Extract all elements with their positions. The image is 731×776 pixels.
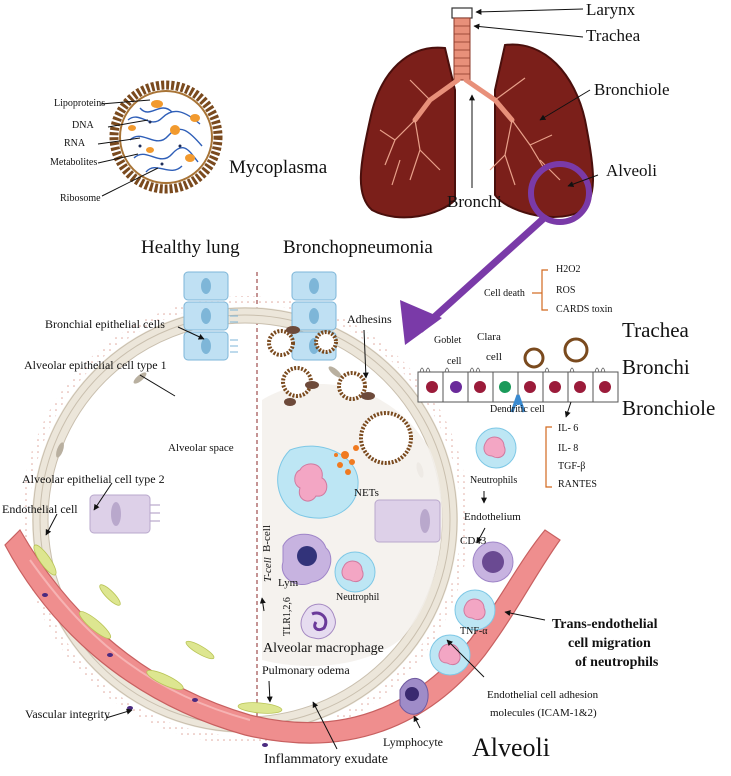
- label-tlr: TLR1,2,6: [282, 597, 293, 636]
- label-bronchial-epithelial: Bronchial epithelial cells: [45, 317, 165, 331]
- label-cell-death: Cell death: [484, 288, 525, 299]
- mycoplasma-small: [267, 329, 413, 465]
- label-goblet-2: cell: [447, 356, 462, 367]
- cytokine-il6: IL- 6: [558, 423, 579, 434]
- label-dendritic: Dendritic cell: [490, 404, 545, 415]
- label-clara-1: Clara: [477, 331, 501, 343]
- label-lym: Lym: [278, 577, 299, 589]
- label-trans-3: of neutrophils: [575, 655, 659, 670]
- label-bronchiole-right: Bronchiole: [622, 396, 716, 420]
- label-bronchi-right: Bronchi: [622, 355, 690, 379]
- label-alveoli: Alveoli: [606, 161, 657, 180]
- label-exudate: Inflammatory exudate: [264, 752, 389, 767]
- cell-death-item-3: CARDS toxin: [556, 304, 613, 315]
- label-vascular: Vascular integrity: [25, 707, 110, 721]
- title-healthy-lung: Healthy lung: [141, 237, 240, 258]
- label-cd43: CD43: [460, 535, 487, 547]
- label-neutrophils: Neutrophils: [470, 475, 518, 486]
- label-tnf: TNF-α: [460, 626, 488, 637]
- label-endothelial: Endothelial cell: [2, 502, 78, 516]
- label-macrophage: Alveolar macrophage: [263, 641, 384, 656]
- label-rna: RNA: [64, 138, 86, 149]
- label-goblet-1: Goblet: [434, 335, 462, 346]
- neutrophil-cell: [334, 551, 376, 593]
- label-clara-2: cell: [486, 351, 502, 363]
- label-nets: NETs: [354, 487, 379, 499]
- neutrophil-net: [277, 445, 359, 519]
- cytokine-tgfb: TGF-β: [558, 461, 586, 472]
- label-endothelium: Endothelium: [464, 511, 521, 523]
- label-metabolites: Metabolites: [50, 157, 98, 168]
- label-larynx: Larynx: [586, 0, 636, 19]
- mycoplasma-cell: [109, 80, 223, 194]
- alveolar-type2-healthy: [89, 494, 160, 534]
- label-bronchi: Bronchi: [447, 192, 502, 211]
- label-trachea-right: Trachea: [622, 318, 689, 342]
- label-trans-1: Trans-endothelial: [552, 617, 658, 632]
- mycoplasma-title: Mycoplasma: [229, 157, 328, 178]
- label-lymphocyte: Lymphocyte: [383, 735, 443, 749]
- label-trachea: Trachea: [586, 26, 641, 45]
- label-trans-2: cell migration: [568, 636, 651, 651]
- label-ecam-2: molecules (ICAM-1&2): [490, 707, 597, 719]
- cell-death-item-2: ROS: [556, 285, 576, 296]
- label-lipoproteins: Lipoproteins: [54, 98, 106, 109]
- label-dna: DNA: [72, 120, 94, 131]
- cytokine-il8: IL- 8: [558, 443, 579, 454]
- right-immune-cells: [399, 427, 517, 715]
- bronchial-epithelium-infected: [291, 271, 337, 361]
- label-bronchiole: Bronchiole: [594, 80, 670, 99]
- bronchial-epithelium-healthy: [183, 271, 238, 361]
- label-ribosome: Ribosome: [60, 193, 101, 204]
- macrophage-cell: [300, 603, 336, 640]
- label-adhesins: Adhesins: [347, 312, 392, 326]
- label-type1: Alveolar epithelial cell type 1: [24, 358, 167, 372]
- label-ecam-1: Endothelial cell adhesion: [487, 689, 599, 701]
- label-b-cell: B-cell: [261, 525, 273, 552]
- label-t-cell: T-cell: [262, 557, 274, 582]
- label-oedema: Pulmonary odema: [262, 663, 350, 677]
- label-neutrophil: Neutrophil: [336, 592, 380, 603]
- title-bronchopneumonia: Bronchopneumonia: [283, 237, 433, 258]
- lymphocyte-cell: [281, 533, 332, 585]
- cytokine-rantes: RANTES: [558, 479, 597, 490]
- label-type2: Alveolar epithelial cell type 2: [22, 472, 165, 486]
- cell-death-item-1: H2O2: [556, 264, 581, 275]
- lungs: [359, 7, 594, 225]
- label-alveoli-big: Alveoli: [472, 733, 550, 762]
- alveolar-type2-infected: [374, 499, 441, 543]
- label-alveolar-space: Alveolar space: [168, 442, 234, 454]
- airway-epithelium: [417, 337, 619, 413]
